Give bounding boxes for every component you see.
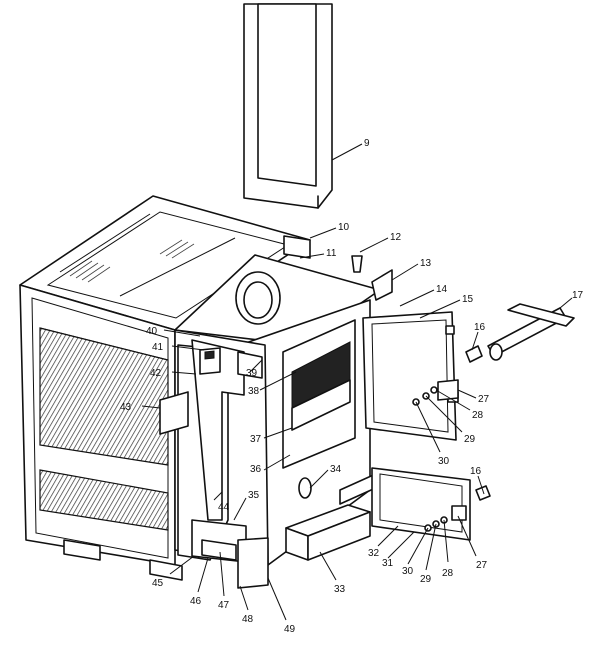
- callout-36: 36: [250, 464, 262, 475]
- callout-13: 13: [420, 258, 432, 269]
- part-16-knobs: [465, 345, 491, 501]
- callout-30-lower: 30: [402, 566, 414, 577]
- callout-45: 45: [152, 578, 164, 589]
- callout-12: 12: [390, 232, 402, 243]
- part-12-bolt: [351, 255, 363, 273]
- callout-46: 46: [190, 596, 202, 607]
- callout-14: 14: [436, 284, 448, 295]
- part-17-t-handle: [487, 303, 575, 361]
- callout-41: 41: [152, 342, 164, 353]
- callout-15: 15: [462, 294, 474, 305]
- callout-49: 49: [284, 624, 296, 635]
- callout-28-lower: 28: [442, 568, 454, 579]
- callout-38: 38: [248, 386, 260, 397]
- callout-39: 39: [246, 368, 258, 379]
- callout-44: 44: [218, 502, 230, 513]
- callout-11: 11: [326, 248, 337, 259]
- callout-29-lower: 29: [420, 574, 432, 585]
- callout-30-upper: 30: [438, 456, 450, 467]
- callout-37: 37: [250, 434, 262, 445]
- part-9-flue-frame: [243, 3, 333, 209]
- leader-lines: [141, 143, 573, 621]
- callout-43: 43: [120, 402, 132, 413]
- part-14-upper-door: [362, 311, 459, 441]
- callout-34: 34: [330, 464, 342, 475]
- callout-29-upper: 29: [464, 434, 476, 445]
- callout-40: 40: [146, 326, 158, 337]
- callout-47: 47: [218, 600, 230, 611]
- callout-27-lower: 27: [476, 560, 488, 571]
- callout-17: 17: [572, 290, 584, 301]
- callout-9: 9: [364, 138, 370, 149]
- callout-48: 48: [242, 614, 254, 625]
- callout-28-upper: 28: [472, 410, 484, 421]
- callout-32: 32: [368, 548, 380, 559]
- callout-35: 35: [248, 490, 260, 501]
- callout-16-upper: 16: [474, 322, 486, 333]
- callout-42: 42: [150, 368, 162, 379]
- callout-33: 33: [334, 584, 346, 595]
- callout-labels: 9 10 11 12 13 14 15 16 16 17 27 28 29 30…: [120, 138, 584, 635]
- part-33-ash-pan: [285, 504, 371, 561]
- callout-16-lower: 16: [470, 466, 482, 477]
- callout-27-upper: 27: [478, 394, 490, 405]
- part-44-side-column: [159, 339, 269, 589]
- callout-10: 10: [338, 222, 350, 233]
- callout-31: 31: [382, 558, 394, 569]
- upper-hinge-hardware: [412, 379, 459, 406]
- part-lower-door: [371, 467, 471, 541]
- part-13-clip: [371, 269, 393, 301]
